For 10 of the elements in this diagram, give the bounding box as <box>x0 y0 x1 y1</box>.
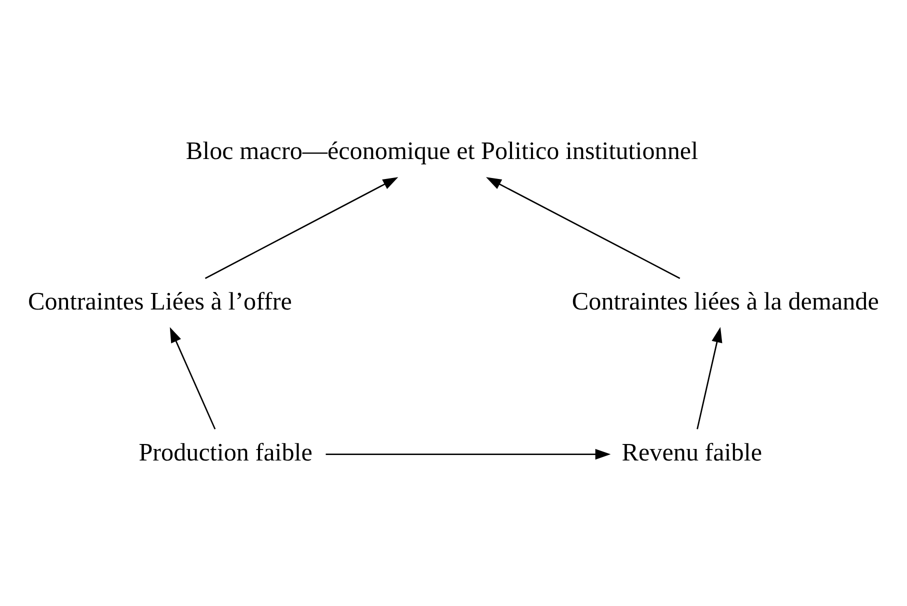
arrow <box>326 448 611 460</box>
node-text: Production faible <box>138 438 312 466</box>
arrow <box>486 176 680 278</box>
node-text: Contraintes Liées à l’offre <box>28 288 292 316</box>
arrow <box>170 326 216 429</box>
arrow <box>696 326 722 429</box>
arrow <box>204 176 398 278</box>
node-text: Bloc macro—économique et Politico institutionnel <box>186 137 698 164</box>
node-text: Contraintes liées à la demande <box>572 288 879 316</box>
node-text: Revenu faible <box>622 438 762 466</box>
